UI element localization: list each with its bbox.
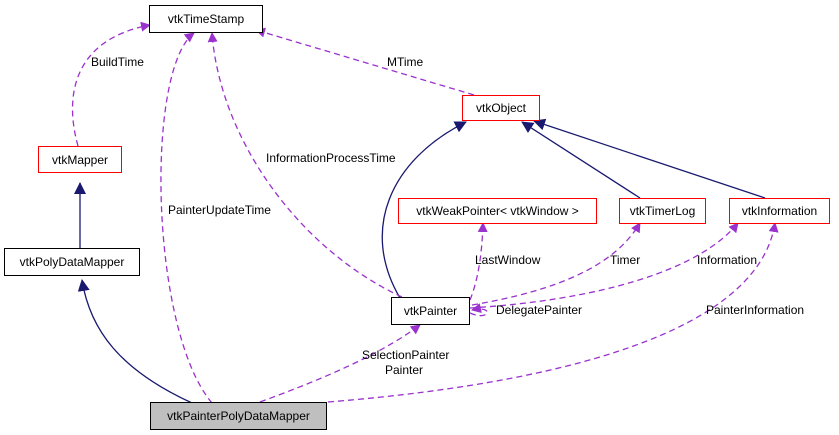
edge-painter-informationprocesstime-timestamp: [207, 32, 403, 298]
edge-painter-lastwindow-weakpointer: [469, 222, 488, 301]
edge-label-timer: Timer: [610, 253, 641, 267]
node-vtkpainterpolydatamapper: vtkPainterPolyDataMapper: [150, 402, 327, 430]
edge-label-informationprocesstime: InformationProcessTime: [266, 151, 396, 165]
edge-label-selectionpainter: SelectionPainter: [362, 348, 450, 362]
node-vtkpolydatamapper[interactable]: vtkPolyDataMapper: [4, 248, 140, 276]
edge-painter-delegatepainter-self: [469, 303, 488, 317]
edge-label-painter: Painter: [385, 363, 424, 377]
edge-painterpolydatamapper-to-polydatamapper: [77, 279, 193, 404]
edge-object-mtime-timestamp: [255, 27, 475, 96]
edge-painterpolydatamapper-selectionpainter-painter: [259, 324, 421, 403]
edge-label-buildtime: BuildTime: [91, 55, 144, 69]
edge-painter-to-object: [381, 121, 467, 299]
edge-label-painterupdatetime: PainterUpdateTime: [168, 203, 271, 217]
edge-mapper-buildtime-timestamp: [71, 21, 151, 147]
node-vtkinformation[interactable]: vtkInformation: [729, 198, 830, 224]
edge-painterpolydatamapper-painterupdatetime-timestamp: [160, 32, 213, 404]
node-vtkobject[interactable]: vtkObject: [462, 95, 540, 121]
edge-label-painterinformation: PainterInformation: [706, 303, 805, 317]
edge-label-delegatepainter: DelegatePainter: [496, 303, 583, 317]
edge-painter-timer-timerlog: [471, 222, 641, 306]
node-vtktimestamp[interactable]: vtkTimeStamp: [149, 5, 263, 33]
edge-label-information: Information: [697, 253, 758, 267]
edge-label-lastwindow: LastWindow: [475, 253, 541, 267]
node-vtkpainter[interactable]: vtkPainter: [391, 297, 470, 325]
node-vtkmapper[interactable]: vtkMapper: [38, 146, 122, 173]
edge-timerlog-to-object: [521, 121, 641, 199]
edge-painter-information-information: [469, 222, 739, 309]
edge-label-mtime: MTime: [387, 55, 424, 69]
node-vtkweakpointer[interactable]: vtkWeakPointer< vtkWindow >: [398, 198, 597, 224]
node-vtktimerlog[interactable]: vtkTimerLog: [619, 198, 706, 224]
edge-information-to-object: [533, 118, 766, 199]
